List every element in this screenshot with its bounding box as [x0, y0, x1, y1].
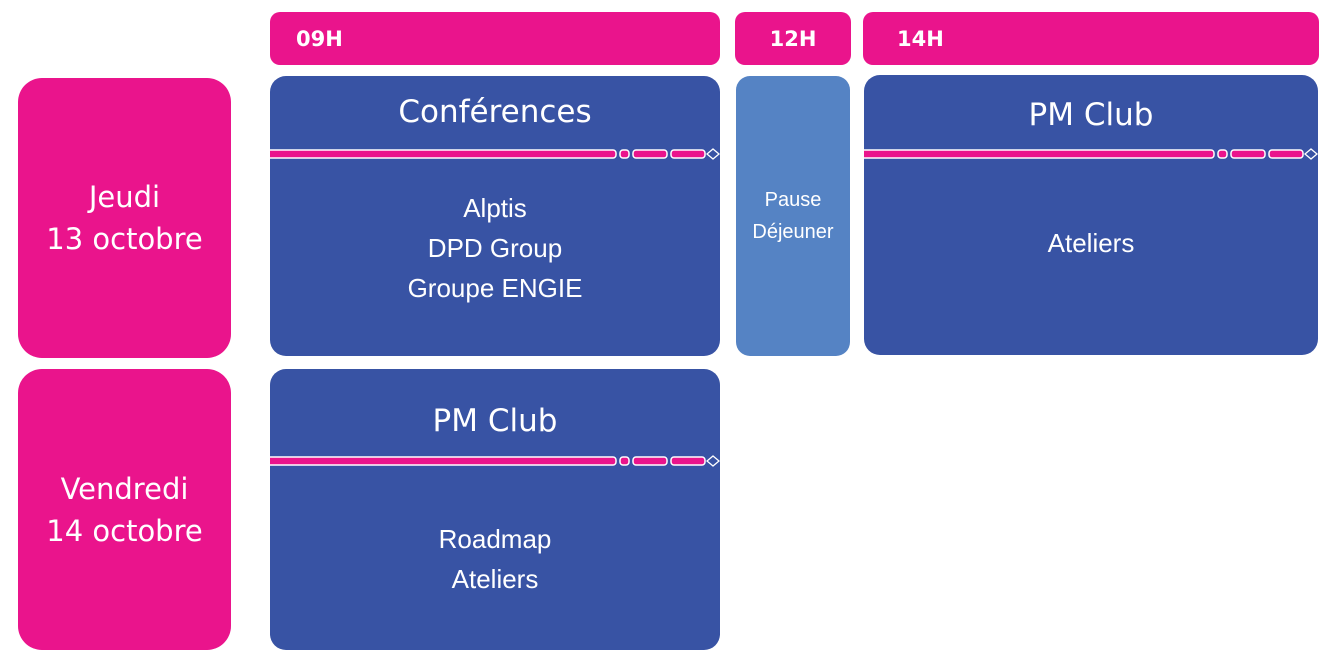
decorative-divider [270, 455, 720, 467]
session-item: Groupe ENGIE [407, 273, 583, 303]
session-item: Ateliers [451, 564, 539, 594]
day-name: Vendredi [60, 471, 189, 506]
session-title: Conférences [398, 94, 592, 130]
time-slot-09h: 09H [270, 12, 720, 65]
session-items: Alptis DPD Group Groupe ENGIE [270, 188, 720, 308]
session-card-pm-club-friday: PM Club Roadmap Ateliers [270, 369, 720, 650]
decorative-divider [864, 148, 1318, 160]
day-label-friday: Vendredi 14 octobre [18, 369, 231, 650]
pause-dejeuner-block: Pause Déjeuner [736, 76, 850, 356]
session-title: PM Club [1028, 97, 1154, 133]
day-date: 14 octobre [46, 513, 203, 548]
session-item: DPD Group [427, 233, 563, 263]
decorative-divider [270, 148, 720, 160]
day-name: Jeudi [88, 180, 161, 214]
time-slot-12h: 12H [735, 12, 851, 65]
time-slot-label: 09H [296, 26, 343, 51]
session-item: Alptis [463, 193, 527, 223]
session-items: Roadmap Ateliers [270, 519, 720, 599]
time-slot-label: 12H [769, 26, 817, 51]
day-label-thursday: Jeudi 13 octobre [18, 78, 231, 358]
session-card-conferences: Conférences Alptis DPD Group Groupe ENGI… [270, 76, 720, 356]
pause-line: Déjeuner [752, 221, 834, 243]
time-slot-label: 14H [897, 26, 944, 51]
day-date: 13 octobre [46, 222, 203, 256]
time-slot-14h: 14H [863, 12, 1319, 65]
session-card-pm-club-thursday: PM Club Ateliers [864, 75, 1318, 355]
pause-line: Pause [764, 189, 822, 211]
session-title: PM Club [432, 403, 558, 439]
session-item: Roadmap [438, 524, 552, 554]
session-item: Ateliers [1047, 228, 1135, 258]
session-items: Ateliers [864, 223, 1318, 263]
